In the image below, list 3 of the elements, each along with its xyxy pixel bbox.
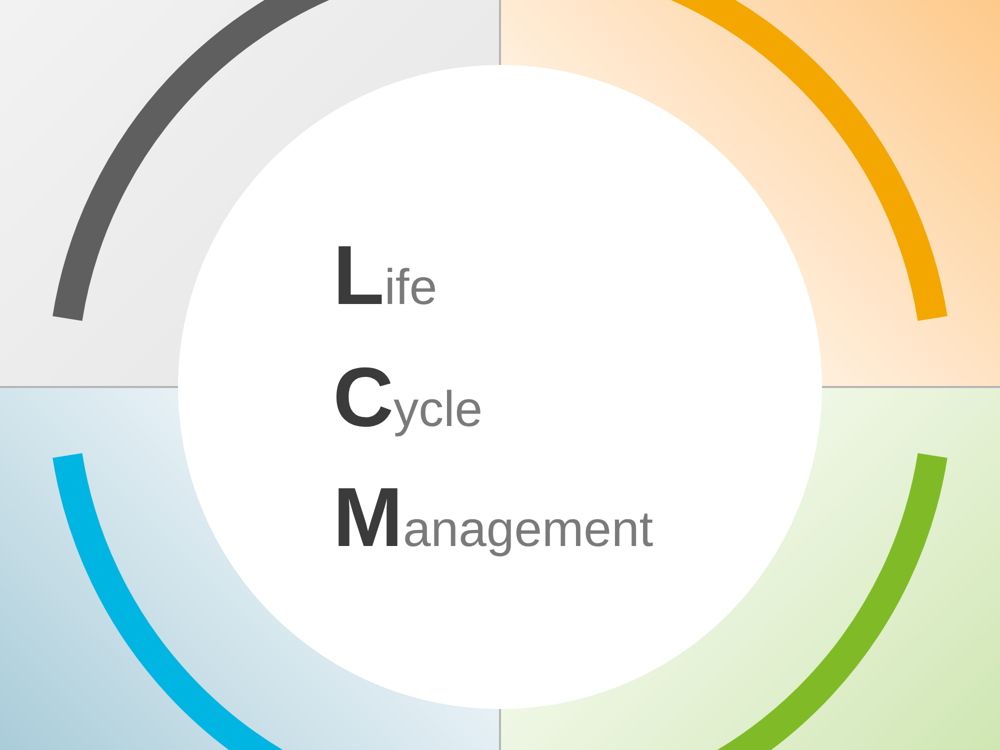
title-word: Life xyxy=(333,233,438,317)
title-word: Management xyxy=(333,475,654,559)
title-word: Cycle xyxy=(333,355,483,439)
